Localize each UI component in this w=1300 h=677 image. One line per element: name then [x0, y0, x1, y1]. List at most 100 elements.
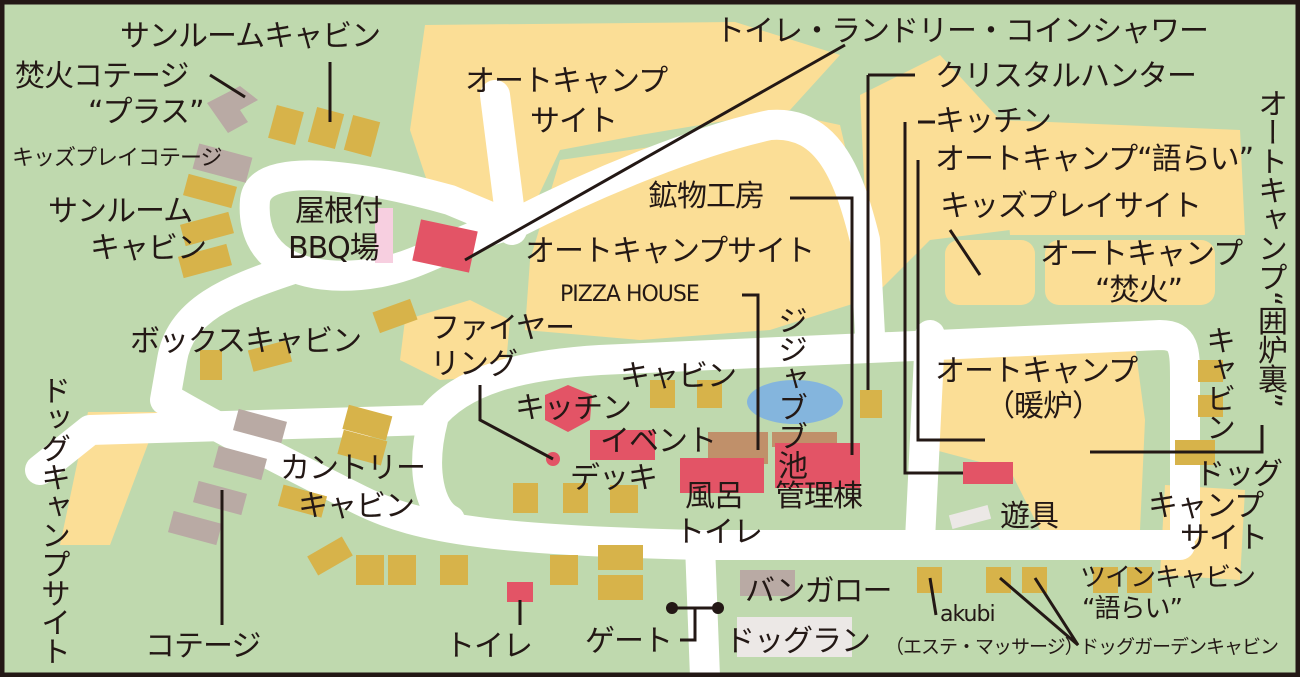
label-kids-play-site: キッズプレイサイト: [940, 189, 1202, 224]
label-plus: “プラス”: [88, 95, 204, 130]
label-auto-camp-takibi-2: “焚火”: [1095, 273, 1183, 308]
cabin: [563, 483, 588, 513]
cabin: [342, 404, 393, 441]
label-auto-camp-top-2: サイト: [530, 104, 618, 139]
label-twin-cabin-1: ツインキャビン: [1080, 563, 1256, 593]
label-bath-toilet-1: 風呂: [685, 479, 744, 514]
bath-toilet-building: [680, 458, 764, 493]
leader-lines: [209, 43, 1264, 647]
label-crystal-hunter: クリスタルハンター: [935, 59, 1197, 94]
katarai-area: [1000, 120, 1245, 235]
cabin: [200, 350, 222, 380]
cottage: [233, 408, 287, 444]
label-auto-camp-site: オートキャンプサイト: [525, 234, 815, 269]
gate-marker-right: [712, 602, 724, 614]
label-dog-garden-cabin: ドッグガーデンキャビン: [1080, 636, 1279, 658]
event-deck: [590, 430, 655, 460]
cabin: [178, 243, 232, 279]
label-event-deck-1: イベント: [600, 424, 717, 459]
crystal-area: [860, 55, 1010, 300]
cabin: [388, 555, 416, 585]
label-admin-building: 管理棟: [775, 479, 863, 514]
label-cabin-center: キャビン: [620, 359, 737, 394]
cabin: [337, 429, 388, 466]
label-dog-campsite-left: ドッグキャンプサイト: [35, 375, 70, 665]
pond: [747, 380, 843, 424]
gate-marker-left: [666, 602, 678, 614]
cabin: [513, 483, 538, 513]
cottages: [168, 86, 795, 596]
admin-building: [775, 443, 860, 488]
cabin: [598, 545, 643, 570]
label-country-cabin-2: キャビン: [298, 489, 415, 524]
label-jijabubu-pond: ジジャブブ池: [772, 305, 807, 479]
cabin: [268, 104, 304, 146]
danro-area: [935, 345, 1145, 530]
bungalow: [740, 570, 795, 596]
cabin: [180, 211, 234, 247]
cabin: [610, 485, 638, 513]
cabin: [183, 173, 237, 209]
cabin: [697, 380, 722, 408]
label-auto-camp-takibi-1: オートキャンプ: [1040, 237, 1243, 272]
label-toilet-laundry: トイレ・ランドリー・コインシャワー: [715, 14, 1209, 49]
label-sunroom-cabin-top: サンルームキャビン: [120, 19, 381, 54]
label-playground: 遊具: [1000, 499, 1059, 534]
label-dog-campsite-right-1: ドッグ: [1195, 457, 1283, 492]
label-bungalow: バンガロー: [745, 574, 892, 609]
cabin: [440, 555, 468, 585]
label-fire-ring-1: ファイヤー: [430, 311, 575, 346]
cabin: [307, 106, 345, 150]
label-dog-campsite-right-2: キャンプ: [1148, 489, 1264, 524]
crystal-hunter-building: [963, 462, 1013, 484]
label-auto-camp-irori: オートキャンプ“囲炉裏”: [1252, 88, 1287, 408]
label-akubi-2: （エステ・マッサージ）: [885, 636, 1084, 658]
label-gate: ゲート: [585, 624, 673, 659]
cottage: [193, 480, 247, 516]
label-bbq-2: BBQ場: [288, 231, 380, 266]
label-kitchen-right: キッチン: [935, 104, 1052, 139]
toilet-building: [507, 582, 533, 602]
label-takibi-cottage: 焚火コテージ: [15, 59, 189, 94]
label-cabin-right: キャビン: [1200, 325, 1235, 441]
kitchen-building: [545, 385, 592, 432]
cabin: [860, 390, 882, 418]
label-country-cabin-1: カントリー: [280, 451, 426, 486]
takibi-area: [1045, 240, 1215, 305]
label-kitchen-center: キッチン: [515, 391, 632, 426]
bbq-area: [375, 208, 393, 263]
label-pizza-house: PIZZA HOUSE: [560, 282, 700, 307]
fire-ring-area: [400, 300, 510, 380]
label-akubi-1: akubi: [940, 602, 996, 627]
label-kids-play-cottage: キッズプレイコテージ: [12, 146, 223, 171]
label-bbq-1: 屋根付: [295, 194, 383, 229]
cabin: [277, 484, 328, 518]
label-mineral-studio: 鉱物工房: [648, 179, 765, 214]
label-dog-run: ドッグラン: [725, 624, 871, 659]
cabin: [1127, 567, 1152, 593]
cabin: [356, 555, 384, 585]
dog-run-area: [737, 617, 852, 657]
playground-equipment: [948, 505, 992, 529]
takibi-cottage: [207, 86, 258, 133]
cabin: [598, 575, 643, 600]
cabin: [986, 567, 1011, 593]
cabin: [1198, 395, 1223, 417]
label-auto-camp-danro-2: （暖炉）: [985, 389, 1102, 424]
label-sunroom-cabin-left-1: サンルーム: [48, 194, 193, 229]
label-dog-campsite-right-3: サイト: [1180, 521, 1268, 556]
label-box-cabin: ボックスキャビン: [130, 324, 362, 359]
kids-play-cottage: [192, 143, 253, 183]
label-sunroom-cabin-left-2: キャビン: [90, 231, 207, 266]
label-auto-camp-top-1: オートキャンプ: [465, 64, 668, 99]
cabin: [247, 340, 293, 372]
label-twin-cabin-2: “語らい”: [1082, 594, 1183, 624]
cabin: [1198, 360, 1223, 382]
bbq-roof: [412, 219, 478, 273]
cottage: [213, 445, 267, 481]
label-fire-ring-2: リング: [430, 347, 518, 382]
cabin: [1093, 567, 1118, 593]
cabin: [650, 380, 675, 408]
